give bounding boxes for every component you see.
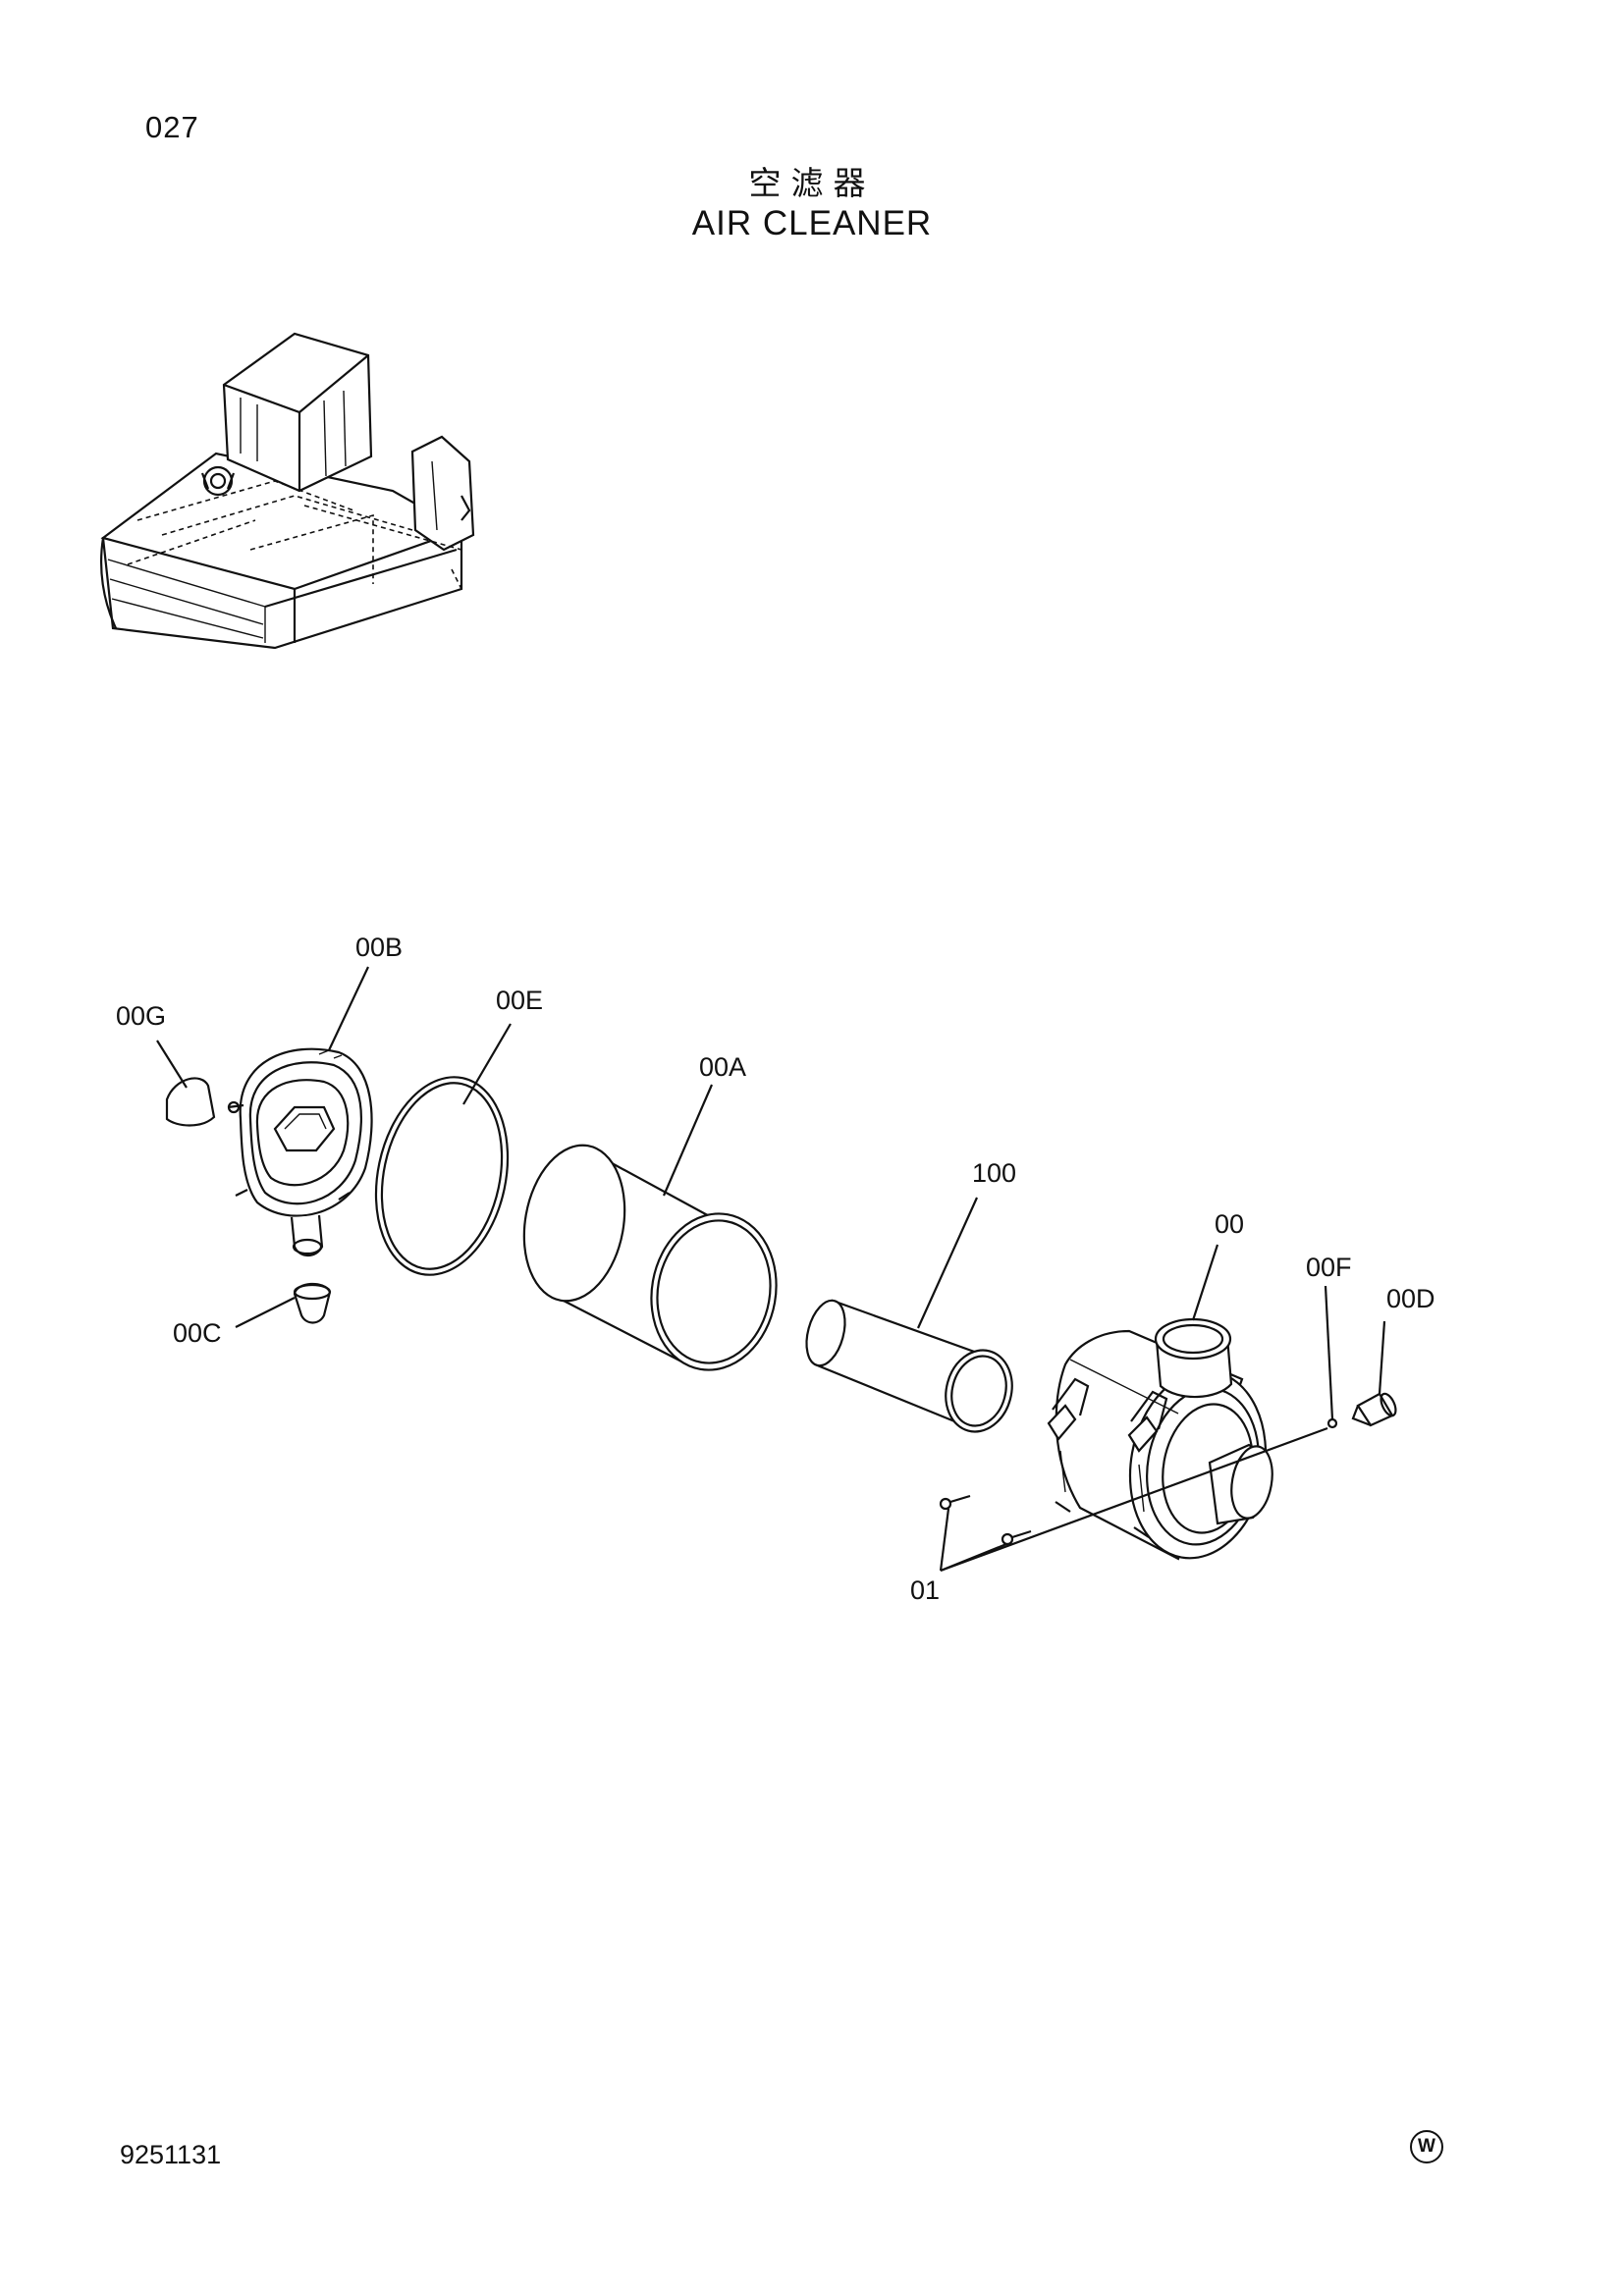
leader-lines: [156, 966, 1386, 1573]
callout-00D: 00D: [1386, 1284, 1435, 1313]
callout-00C: 00C: [173, 1318, 222, 1348]
callout-00F: 00F: [1306, 1253, 1352, 1282]
title-english: AIR CLEANER: [691, 204, 933, 242]
circled-w-mark: W: [1410, 2130, 1443, 2163]
part-00G-cap: [165, 1077, 216, 1127]
callout-00A: 00A: [699, 1052, 747, 1082]
part-00A-element: [522, 1144, 778, 1371]
part-00-body: [1047, 1317, 1273, 1561]
document-code: 9251131: [120, 2140, 222, 2169]
part-00E-ring: [374, 1076, 510, 1276]
callout-01: 01: [910, 1575, 941, 1605]
callout-00: 00: [1215, 1209, 1245, 1239]
callout-100: 100: [972, 1158, 1017, 1188]
part-00D-indicator: [1351, 1392, 1397, 1427]
machine-location-view: [100, 332, 475, 650]
page-number: 027: [145, 110, 199, 144]
callout-00E: 00E: [496, 986, 544, 1015]
part-01-bolts: [939, 1494, 1032, 1546]
part-00F-washer: [1326, 1417, 1338, 1429]
callout-00B: 00B: [355, 933, 404, 962]
part-00B-cover: [227, 1047, 373, 1257]
callout-00G: 00G: [116, 1001, 167, 1031]
title-chinese: 空滤器: [748, 164, 876, 202]
part-100-inner-element: [805, 1299, 1013, 1433]
part-00C-valve: [293, 1282, 332, 1324]
